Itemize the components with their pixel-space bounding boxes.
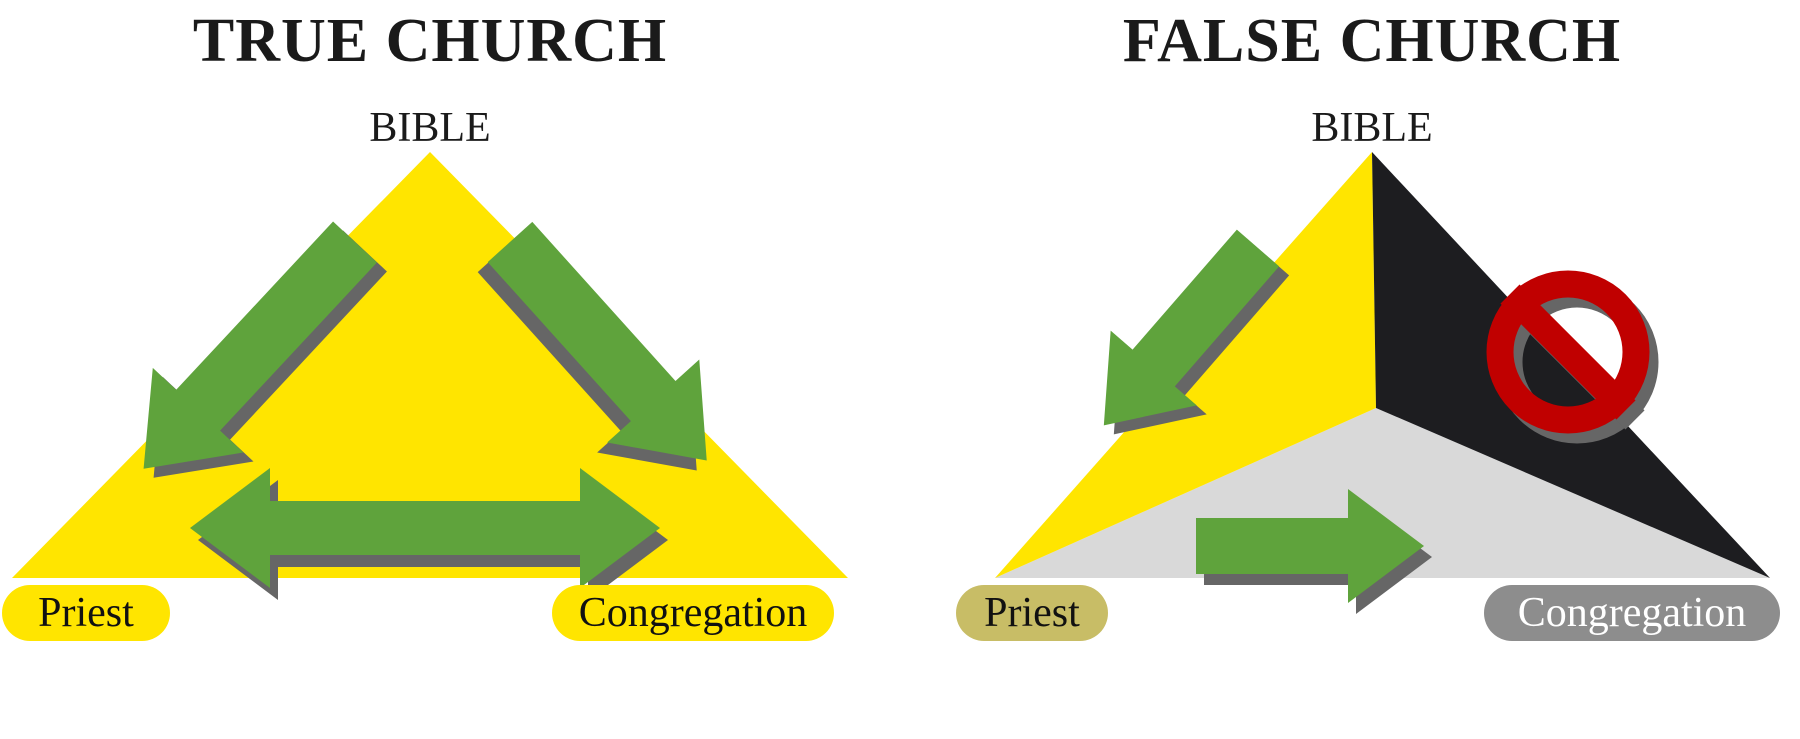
bible-to-congregation-arrow: [487, 221, 707, 461]
true-church-triangle: [12, 152, 848, 578]
left-bible-label: BIBLE: [369, 105, 491, 151]
left-priest-pill: Priest: [2, 585, 170, 641]
right-congregation-label: Congregation: [1517, 590, 1747, 636]
priest-to-congregation-arrow: [1196, 489, 1424, 603]
prohibition-icon: [1486, 270, 1650, 434]
prohibition-slash: [1500, 284, 1636, 420]
left-panel-title: TRUE CHURCH: [192, 7, 668, 75]
false-church-gray-face: [995, 408, 1770, 578]
priest-congregation-double-arrow: [190, 468, 660, 588]
left-congregation-pill: Congregation: [552, 585, 834, 641]
right-congregation-pill: Congregation: [1484, 585, 1780, 641]
right-panel-shapes: [995, 152, 1770, 614]
right-panel-title: FALSE CHURCH: [1122, 7, 1622, 75]
left-priest-label: Priest: [38, 590, 134, 636]
right-priest-label: Priest: [984, 590, 1080, 636]
left-panel-shapes: [12, 152, 848, 600]
left-congregation-label: Congregation: [578, 590, 808, 636]
right-priest-pill: Priest: [956, 585, 1108, 641]
right-bible-label: BIBLE: [1311, 105, 1433, 151]
prohibition-ring: [1486, 270, 1650, 434]
bible-to-priest-arrow-right: [1103, 229, 1280, 426]
bible-to-priest-arrow: [143, 221, 377, 469]
